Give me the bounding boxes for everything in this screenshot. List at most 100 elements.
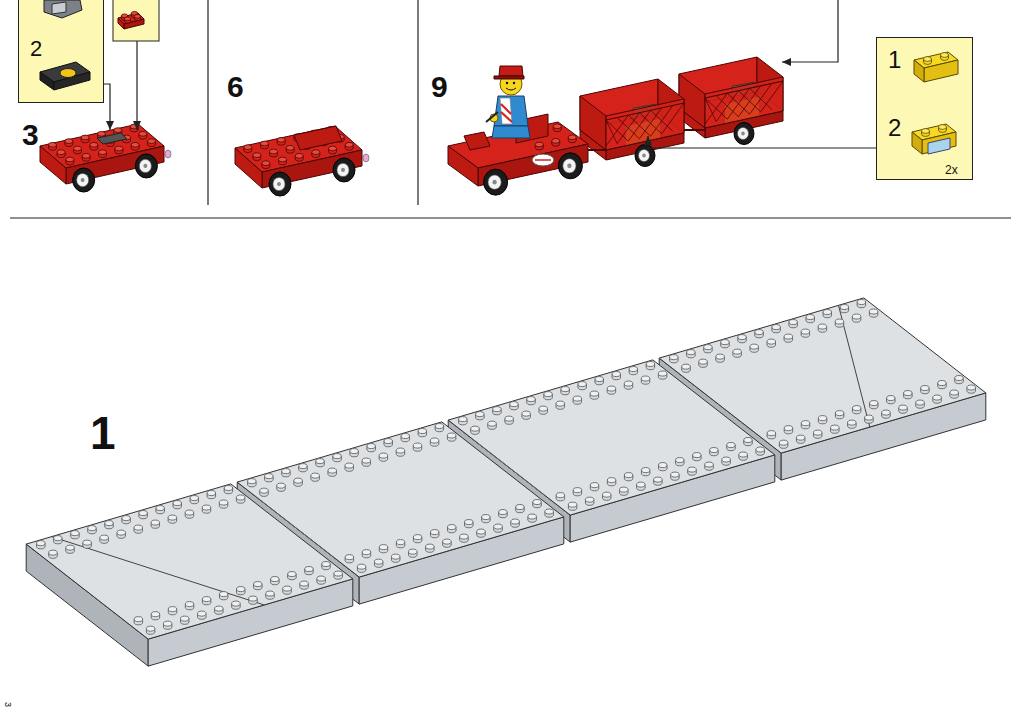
stud — [510, 402, 518, 410]
stud — [134, 617, 142, 625]
stud — [835, 411, 843, 419]
stud — [767, 431, 775, 439]
stud — [362, 550, 370, 558]
stud — [418, 429, 426, 437]
inset-ground — [18, 0, 104, 103]
stud — [552, 139, 560, 147]
stud — [682, 364, 690, 372]
stud — [100, 535, 108, 543]
stud — [151, 612, 159, 620]
stud — [941, 53, 949, 61]
stud — [477, 529, 485, 537]
stud — [704, 345, 712, 353]
part-inset-box: 2 — [18, 0, 104, 103]
stud — [277, 483, 285, 491]
wheel — [734, 123, 754, 145]
arrow-head — [644, 136, 652, 145]
arrow-head — [782, 58, 791, 66]
stud — [607, 478, 615, 486]
stud — [90, 142, 98, 150]
minifig-torso — [494, 96, 528, 126]
lattice-bar — [606, 120, 617, 144]
stud — [933, 395, 941, 403]
stud — [544, 392, 552, 400]
stud — [105, 521, 113, 529]
lattice-bar — [727, 93, 749, 114]
stud — [624, 473, 632, 481]
stud — [260, 488, 268, 496]
stud — [789, 320, 797, 328]
stud — [967, 385, 975, 393]
leader-line — [136, 41, 137, 130]
stud — [767, 339, 775, 347]
stud — [286, 145, 294, 153]
vest-stripe — [500, 98, 512, 124]
light-piece — [363, 154, 369, 162]
stud — [870, 401, 878, 409]
stud — [266, 591, 274, 599]
lattice-bar — [628, 115, 650, 136]
stud — [279, 157, 287, 165]
tile-side — [40, 72, 54, 90]
step-number: 3 — [22, 120, 39, 150]
stud — [244, 145, 252, 153]
stud — [57, 150, 65, 158]
drawbar — [586, 149, 606, 151]
leader-arrows — [104, 0, 876, 148]
stud — [590, 483, 598, 491]
stud — [801, 329, 809, 337]
stud — [401, 434, 409, 442]
lattice-bar — [705, 98, 716, 122]
stud — [173, 501, 181, 509]
stud — [612, 372, 620, 380]
part-inset-box: 122x — [876, 37, 973, 180]
step-number: 9 — [431, 72, 448, 102]
stud — [435, 424, 443, 432]
stud — [74, 146, 82, 154]
stud — [202, 597, 210, 605]
block-end — [40, 146, 66, 184]
stud — [163, 621, 171, 629]
lattice-bar — [716, 96, 738, 117]
callout-number: 2 — [30, 38, 42, 60]
block-front — [922, 132, 956, 154]
arrow-head — [133, 121, 141, 130]
stud — [476, 412, 484, 420]
lattice-bar — [606, 120, 628, 141]
lattice-wall — [705, 77, 783, 128]
stud — [738, 335, 746, 343]
stud — [350, 449, 358, 457]
grey-piece — [44, 0, 82, 18]
divider-line — [417, 0, 418, 205]
red-plate — [118, 11, 144, 29]
stud — [921, 386, 929, 394]
stud — [857, 300, 865, 308]
stud — [687, 350, 695, 358]
divider-line — [207, 0, 208, 205]
stud — [939, 125, 947, 133]
stud — [207, 491, 215, 499]
stud — [248, 479, 256, 487]
logo-mark — [535, 159, 551, 161]
stud — [528, 514, 536, 522]
stud — [202, 505, 210, 513]
stud — [311, 473, 319, 481]
stud — [300, 581, 308, 589]
stud — [522, 411, 530, 419]
stud — [249, 596, 257, 604]
stud — [295, 153, 303, 161]
stud — [392, 554, 400, 562]
block-end — [912, 132, 922, 154]
stud — [345, 555, 353, 563]
stud — [493, 407, 501, 415]
stud — [122, 516, 130, 524]
stud — [317, 576, 325, 584]
rail — [705, 81, 783, 98]
stud — [887, 396, 895, 404]
stud — [168, 515, 176, 523]
stud — [413, 443, 421, 451]
stud — [744, 438, 752, 446]
stud — [448, 525, 456, 533]
stud — [488, 421, 496, 429]
